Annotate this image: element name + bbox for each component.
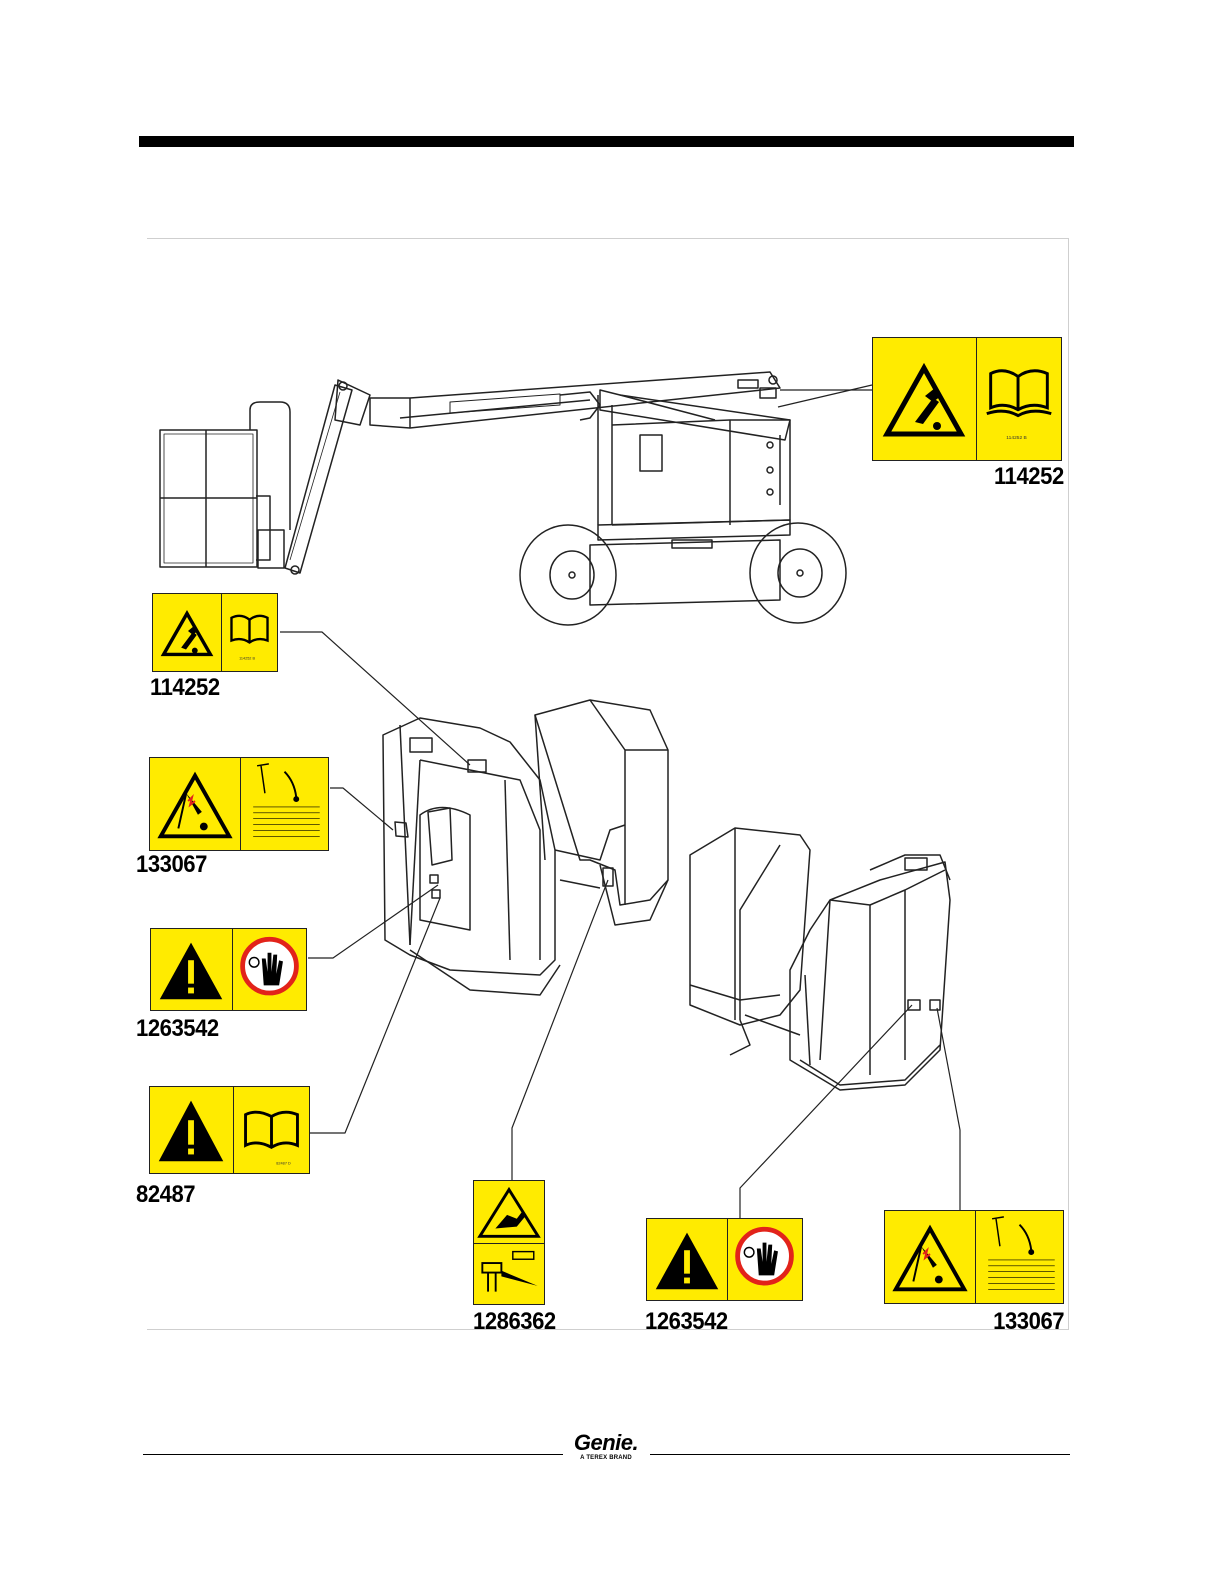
part-number-114252-left: 114252 [150, 676, 220, 700]
part-number-133067-bottom: 133067 [993, 1310, 1064, 1334]
platform-basket [160, 402, 290, 568]
electrocution-warning-icon [885, 1211, 975, 1303]
part-number-133067-left: 133067 [136, 853, 207, 877]
decal-114252-top: 114252 B [872, 337, 1062, 461]
part-number-114252-top: 114252 [994, 465, 1064, 489]
warning-exclamation-icon [151, 929, 232, 1010]
part-number-82487: 82487 [136, 1183, 195, 1207]
svg-text:82487 D: 82487 D [276, 1162, 291, 1166]
decal-82487: 82487 D [149, 1086, 310, 1174]
clearance-table-icon [975, 1211, 1063, 1303]
tip-over-warning-icon [873, 338, 976, 460]
clearance-table-icon [240, 758, 328, 850]
footer-rule-right [650, 1454, 1070, 1455]
no-touch-hand-icon [232, 929, 306, 1010]
svg-text:114252 B: 114252 B [239, 657, 255, 661]
cover-assembly-right [690, 828, 950, 1090]
platform-hazard-icon [474, 1243, 544, 1304]
manual-book-icon: 82487 D [233, 1087, 309, 1173]
logo-tagline: A TEREX BRAND [566, 1454, 646, 1462]
electrocution-warning-icon [150, 758, 240, 850]
decal-114252-left: 114252 B [152, 593, 278, 672]
manual-book-icon: 114252 B [976, 338, 1061, 460]
decal-1263542-bottom [646, 1218, 803, 1301]
svg-text:114252 B: 114252 B [1006, 435, 1027, 441]
warning-exclamation-icon [150, 1087, 233, 1173]
decal-1286362 [473, 1180, 545, 1305]
leader-lines [280, 385, 960, 1218]
jib-arm [285, 380, 370, 574]
turntable [598, 420, 790, 540]
logo-brand: Genie. [566, 1432, 646, 1454]
main-boom [370, 372, 790, 525]
manual-book-icon: 114252 B [221, 594, 277, 671]
crush-hazard-icon [474, 1181, 544, 1243]
decal-133067-bottom [884, 1210, 1064, 1304]
part-number-1263542-bottom: 1263542 [645, 1310, 728, 1334]
genie-logo: Genie. A TEREX BRAND [566, 1432, 646, 1466]
decal-133067-left [149, 757, 329, 851]
decal-1263542-left [150, 928, 307, 1011]
cover-assembly-left [383, 700, 668, 995]
warning-exclamation-icon [647, 1219, 727, 1300]
no-touch-hand-icon [727, 1219, 802, 1300]
tip-over-warning-icon [153, 594, 221, 671]
footer-rule-left [143, 1454, 563, 1455]
part-number-1286362: 1286362 [473, 1310, 556, 1334]
part-number-1263542-left: 1263542 [136, 1017, 219, 1041]
